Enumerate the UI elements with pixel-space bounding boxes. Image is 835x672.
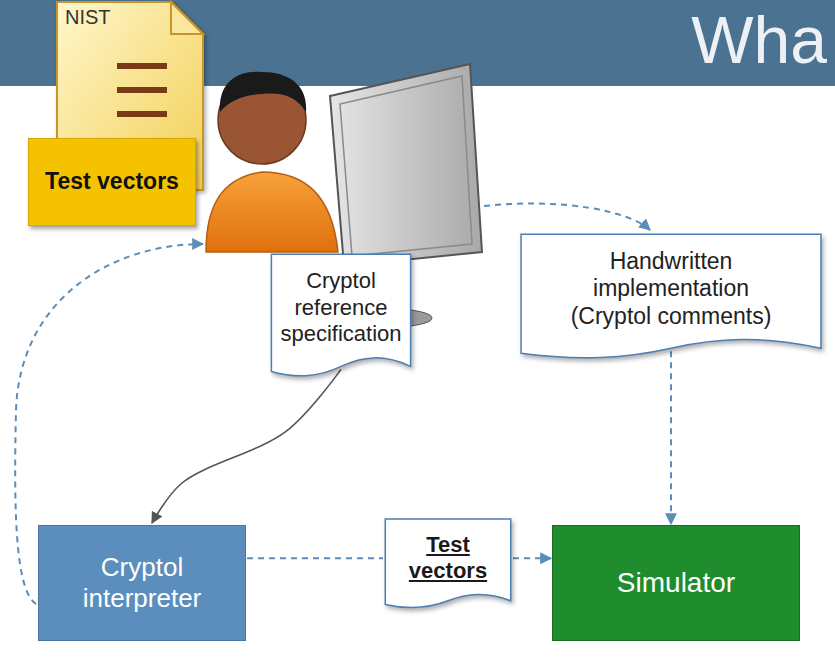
connector: [247, 557, 383, 559]
node-label: Simulator: [561, 566, 791, 600]
document-box: Handwritten implementation (Cryptol comm…: [518, 233, 824, 361]
text-line: [117, 63, 167, 69]
document-shape: [271, 254, 410, 376]
text-line: [117, 111, 167, 117]
dashed-arrow: [484, 203, 650, 230]
process-box: Cryptol interpreter: [38, 525, 246, 641]
person-icon: [206, 72, 338, 252]
node-label: NIST: [65, 5, 195, 29]
node-label: Test vectors: [37, 168, 187, 196]
tag-label: Test vectors: [28, 138, 196, 226]
node-label: Handwritten implementation (Cryptol comm…: [556, 248, 786, 331]
node-label: Cryptol reference specification: [276, 268, 406, 347]
text-line: [117, 87, 167, 93]
document-box: Test vectors: [384, 518, 512, 610]
process-box: Simulator: [552, 525, 800, 641]
slide-title: Wha: [691, 0, 827, 80]
connector: [670, 351, 672, 524]
document-box: Cryptol reference specification: [270, 253, 412, 379]
node-label: Test vectors: [390, 532, 506, 585]
document-shape: [385, 519, 510, 608]
node-label: Cryptol interpreter: [47, 552, 237, 614]
page-fold: [171, 2, 203, 34]
connector: [513, 557, 551, 559]
document-shape: [521, 234, 821, 358]
connector: [152, 369, 341, 523]
